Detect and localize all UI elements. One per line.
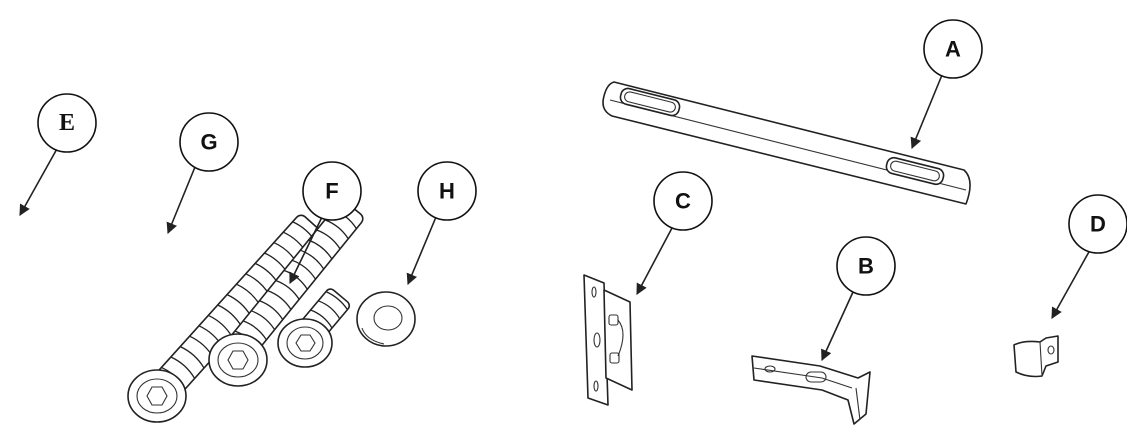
callout-a: A bbox=[923, 19, 983, 79]
callout-g-label: G bbox=[200, 130, 217, 155]
part-d-clip bbox=[1013, 335, 1059, 378]
callout-f-label: F bbox=[325, 179, 338, 204]
callout-h: H bbox=[417, 161, 477, 221]
callout-d-label: D bbox=[1090, 212, 1106, 237]
callout-d: D bbox=[1068, 194, 1127, 254]
callout-b: B bbox=[836, 236, 896, 296]
callout-c-label: C bbox=[675, 189, 691, 214]
callout-h-label: H bbox=[439, 179, 455, 204]
callout-g: G bbox=[179, 112, 239, 172]
part-a-bar bbox=[602, 81, 971, 205]
part-e-long-screw bbox=[127, 214, 323, 423]
callout-c: C bbox=[653, 171, 713, 231]
callout-e: E bbox=[37, 93, 97, 153]
callout-f: F bbox=[302, 161, 362, 221]
callout-a-label: A bbox=[945, 37, 961, 62]
leader-f bbox=[289, 216, 323, 285]
callout-b-label: B bbox=[858, 254, 874, 279]
part-h-washer bbox=[356, 291, 416, 347]
leader-b bbox=[821, 291, 854, 362]
leader-g bbox=[166, 166, 196, 235]
leader-e bbox=[19, 146, 59, 216]
part-b-bracket bbox=[751, 355, 871, 425]
part-c-bracket bbox=[583, 274, 633, 406]
leader-h bbox=[406, 216, 437, 286]
callout-e-label: E bbox=[59, 110, 75, 136]
leader-a bbox=[910, 74, 943, 150]
leader-d bbox=[1051, 249, 1091, 319]
leader-c bbox=[636, 227, 673, 295]
part-f-short-screw bbox=[277, 288, 351, 368]
